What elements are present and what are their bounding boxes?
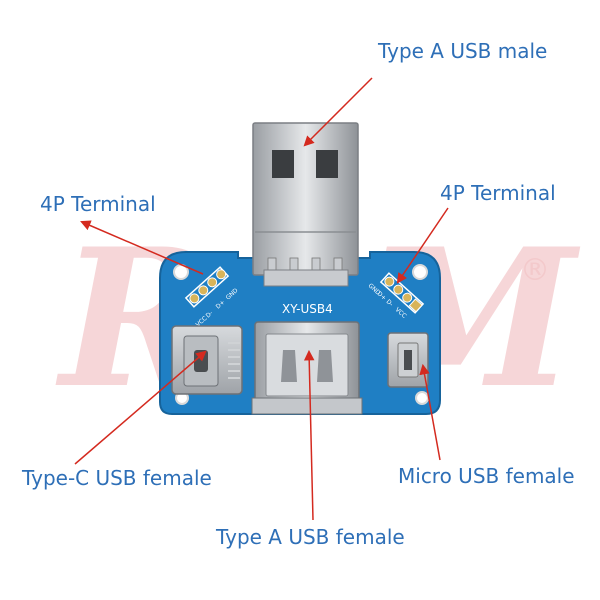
label-4p-terminal-left: 4P Terminal [40, 192, 156, 216]
usb-a-female-connector [251, 321, 363, 415]
label-usb-a-male: Type A USB male [378, 39, 548, 63]
right-pin-label-dminus: D- [385, 298, 395, 308]
usb-a-male-connector [252, 122, 359, 287]
arrow-4p-left [80, 220, 204, 275]
arrow-type-c [74, 350, 207, 465]
left-pin-label-dminus: D- [205, 310, 215, 320]
arrow-micro-usb [419, 363, 441, 461]
arrow-usb-a-male [303, 77, 373, 147]
callout-arrows [74, 77, 449, 521]
board-model-label: XY-USB4 [282, 302, 333, 316]
label-type-c-female: Type-C USB female [22, 466, 212, 490]
usb-c-female-connector [171, 325, 243, 395]
label-4p-terminal-right: 4P Terminal [440, 181, 556, 205]
arrow-usb-a-female [303, 349, 315, 521]
label-micro-usb-female: Micro USB female [398, 464, 575, 488]
label-usb-a-female: Type A USB female [216, 525, 405, 549]
micro-usb-female-connector [387, 332, 429, 388]
mounting-hole-right [412, 264, 428, 280]
watermark-registered: ® [520, 253, 550, 288]
left-terminal-pads: GND D+ D- VCC [184, 266, 240, 328]
right-pin-label-dplus: D+ [376, 290, 388, 302]
mounting-hole-bottom-right [415, 391, 429, 405]
left-pin-label-dplus: D+ [215, 299, 227, 311]
arrow-4p-right [396, 207, 449, 284]
